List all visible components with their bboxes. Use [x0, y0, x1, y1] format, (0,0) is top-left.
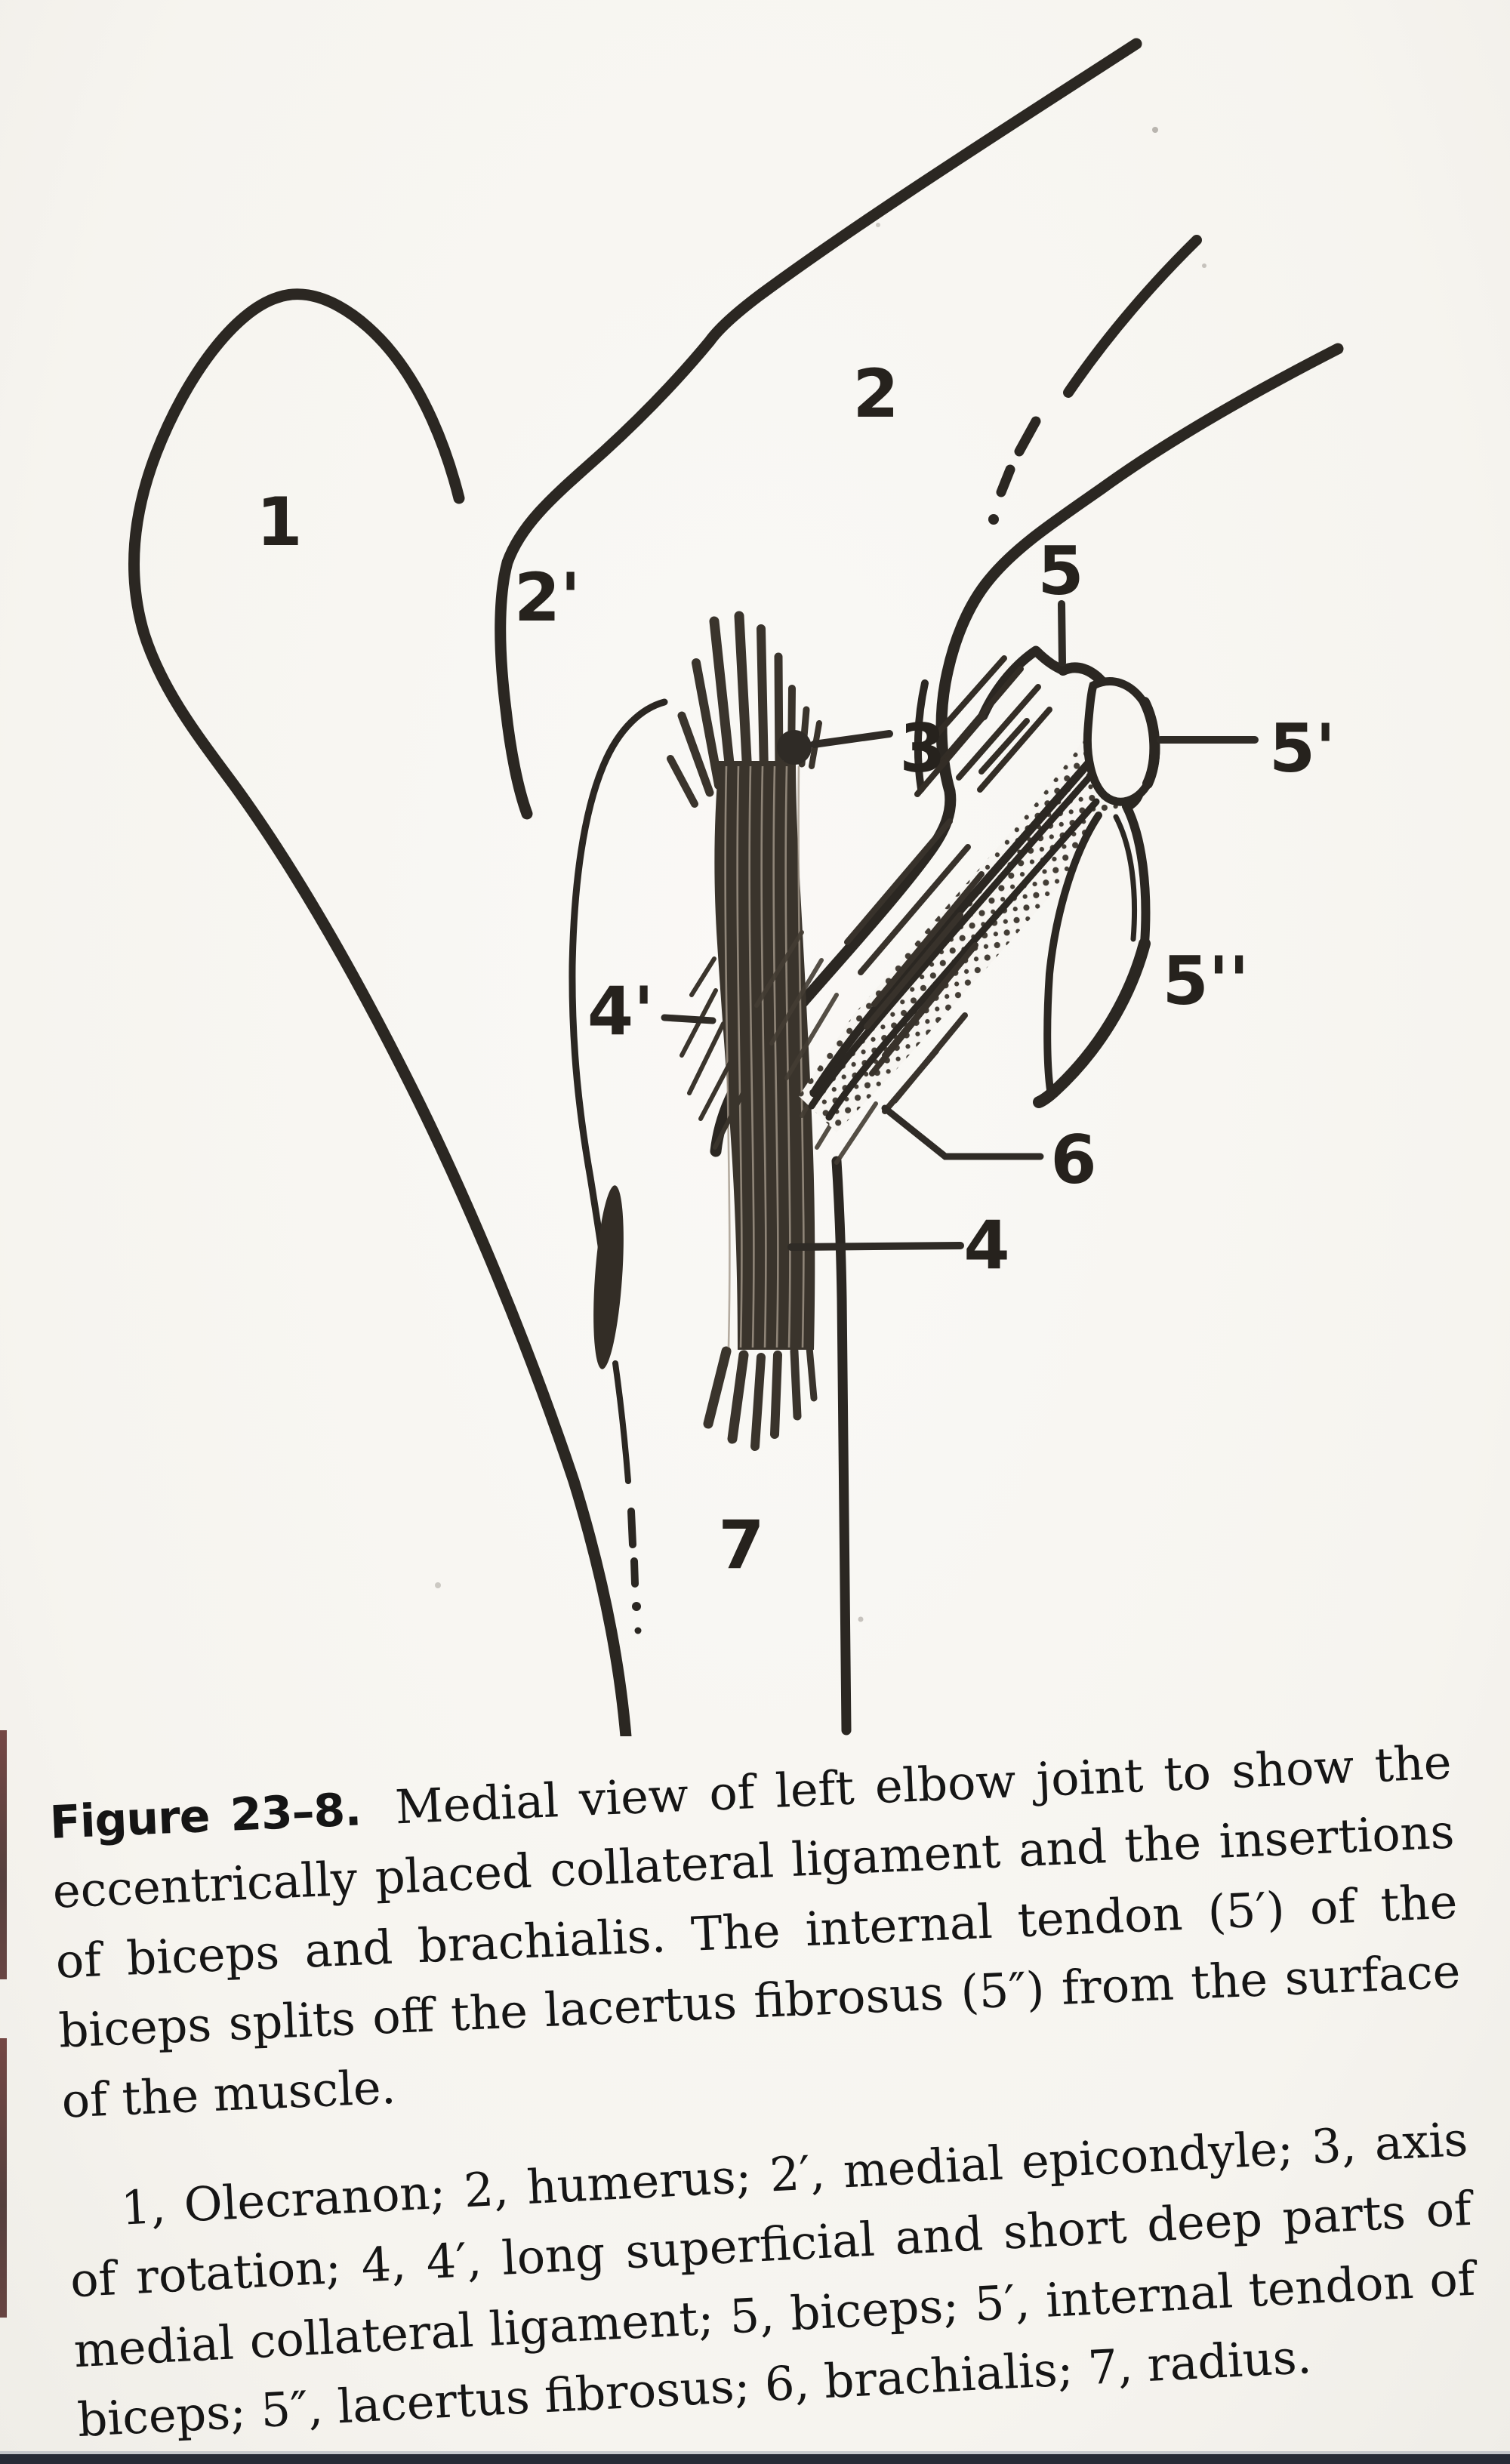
scan-bottom-shadow	[0, 2451, 1510, 2454]
dashed-bone-dot	[988, 514, 999, 525]
scan-specks	[435, 127, 1206, 1622]
figure-labels: 1 2 2' 3 4 4' 5 5' 5'' 6 7	[256, 355, 1336, 1584]
leader-6	[881, 1104, 1044, 1160]
internal-tendon-accent	[1139, 697, 1160, 789]
ligament-origin-fibers	[667, 611, 822, 808]
ulna-dash-dot2	[634, 1627, 642, 1634]
capsule-line-lower	[612, 1360, 631, 1484]
leader-lines	[661, 600, 1259, 1251]
tendon-mid-edge	[808, 757, 1108, 1110]
figure-label-deep-ligament: 4'	[587, 972, 654, 1050]
scan-gutter-streak-upper	[0, 1730, 7, 1979]
legend-paragraph: 1, Olecranon; 2, humerus; 2′, medial epi…	[69, 2111, 1477, 2448]
figure-label-brachialis: 6	[1050, 1121, 1096, 1199]
figure-label-superficial-ligament: 4	[963, 1206, 1009, 1284]
tendon-second-edge	[825, 798, 1100, 1121]
figure-caption: Figure 23–8. Medial view of left elbow j…	[48, 1728, 1478, 2456]
biceps-cap-left	[978, 645, 1068, 721]
ligament-insertion-fibers	[703, 1344, 818, 1451]
internal-tendon-lens	[1083, 677, 1160, 806]
humerus-posterior-line	[495, 38, 1142, 820]
leader-4	[787, 1242, 964, 1251]
tendon-lower-edge	[809, 719, 1128, 1098]
figure-label-radius: 7	[718, 1506, 764, 1584]
biceps-complex	[799, 645, 1160, 1132]
capsule-inner-arc	[914, 679, 929, 793]
axis-of-rotation-dot	[777, 730, 812, 765]
caption-paragraph: Figure 23–8. Medial view of left elbow j…	[48, 1728, 1465, 2136]
scan-gutter-streak-lower	[0, 2038, 7, 2318]
ulna-dashed-continuation	[627, 1508, 639, 1588]
biceps-fiber-hatch	[914, 655, 1052, 797]
figure-label-axis-of-rotation: 3	[899, 710, 945, 787]
lacertus-right-edge	[1122, 802, 1151, 948]
figure-label-internal-tendon: 5'	[1269, 710, 1336, 787]
ligament-texture	[724, 765, 805, 1348]
figure-label-medial-epicondyle: 2'	[514, 559, 581, 636]
scan-bottom-edge	[0, 2454, 1510, 2464]
figure-label-biceps: 5	[1037, 532, 1083, 610]
dashed-bone-edge	[996, 416, 1041, 497]
capsule-thickening	[593, 1185, 624, 1369]
lacertus-inner-edge	[1113, 814, 1138, 942]
figure-label-lacertus-fibrosus: 5''	[1162, 942, 1249, 1020]
elbow-joint-drawing: 1 2 2' 3 4 4' 5 5' 5'' 6 7	[128, 38, 1344, 1776]
lacertus-left-edge	[1043, 812, 1102, 1098]
collateral-ligament-band	[667, 611, 878, 1451]
olecranon-ulna-outline	[128, 288, 634, 1776]
lacertus-bottom-edge	[1033, 938, 1151, 1108]
ulna-dash-dot	[632, 1602, 641, 1611]
figure-label-olecranon: 1	[256, 483, 302, 561]
leader-3	[810, 730, 893, 748]
capsule-posterior-line	[569, 698, 668, 1287]
figure-23-8-diagram: 1 2 2' 3 4 4' 5 5' 5'' 6 7	[128, 38, 1344, 1776]
figure-label-humerus: 2	[852, 355, 898, 433]
bone-outlines	[128, 38, 1344, 1776]
radius-line	[831, 1156, 852, 1736]
leader-4p	[661, 1014, 716, 1024]
figure-number-lead: Figure 23–8.	[48, 1783, 362, 1850]
brachialis-fiber-hatch	[844, 818, 985, 1114]
supracondylar-line	[1063, 235, 1202, 398]
